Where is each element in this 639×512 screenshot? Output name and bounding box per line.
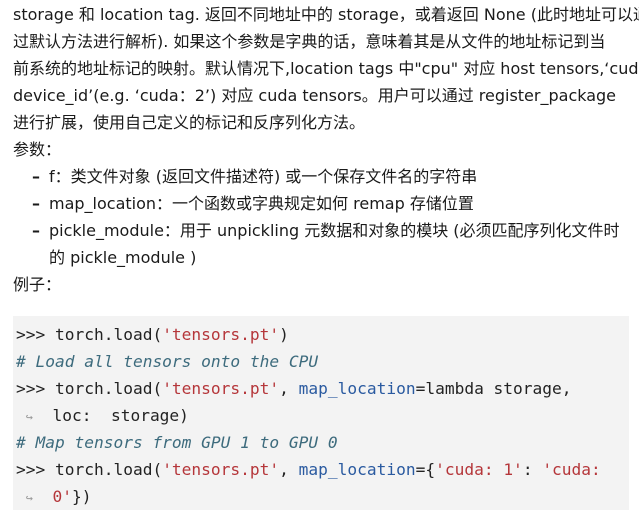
document-body: storage 和 location tag. 返回不同地址中的 storage… [13,0,639,298]
intro-line: 进行扩展，使用自己定义的标记和反序列化方法。 [13,113,366,132]
param-text: map_location：一个函数或字典规定如何 remap 存储位置 [49,194,474,213]
bullet-dash: – [32,167,40,186]
code-comment-1: # Load all tensors onto the CPU [16,352,319,371]
code-paren: ) [279,325,289,344]
code-line-6: >>> torch.load('tensors.pt', map_locatio… [16,456,629,483]
continuation-arrow-icon: ↪ [25,410,33,424]
code-string: 0' [52,487,72,506]
code-comment-2: # Map tensors from GPU 1 to GPU 0 [16,433,338,452]
intro-line: 过默认方法进行解析). 如果这个参数是字典的话，意味着其是从文件的地址标记到当 [13,32,606,51]
code-continuation: loc: storage) [52,406,189,425]
code-call: torch.load( [54,325,163,344]
code-prompt: >>> [16,460,55,479]
code-close: }) [71,487,92,506]
param-text-continued: 的 pickle_module ) [49,248,197,267]
param-text: pickle_module：用于 unpickling 元数据和对象的模块 (必… [49,221,620,240]
code-prompt: >>> [16,379,55,398]
param-item-pickle-module: – pickle_module：用于 unpickling 元数据和对象的模块 … [32,217,633,271]
code-sep: , [279,379,299,398]
code-prompt: >>> [16,325,55,344]
code-string: 'tensors.pt' [162,379,280,398]
bullet-dash: – [32,221,40,240]
code-line-3: >>> torch.load('tensors.pt', map_locatio… [16,375,629,402]
code-block: >>> torch.load('tensors.pt')# Load all t… [13,316,629,510]
code-string: 'cuda: [542,460,601,479]
param-item-f: – f：类文件对象 (返回文件描述符) 或一个保存文件名的字符串 [32,163,633,190]
code-lambda: =lambda storage, [415,379,572,398]
code-sep: , [279,460,299,479]
code-line-4: ↪ loc: storage) [16,402,629,429]
intro-line: storage 和 location tag. 返回不同地址中的 storage… [13,5,639,24]
intro-line: device_id’(e.g. ‘cuda：2’) 对应 cuda tensor… [13,86,617,105]
code-call: torch.load( [54,379,163,398]
bullet-dash: – [32,194,40,213]
example-heading: 例子： [13,275,62,294]
intro-line: 前系统的地址标记的映射。默认情况下,location tags 中"cpu" 对… [13,59,639,78]
code-line-7: ↪ 0'}) [16,483,629,510]
params-list: – f：类文件对象 (返回文件描述符) 或一个保存文件名的字符串 – map_l… [13,163,633,271]
intro-paragraph: storage 和 location tag. 返回不同地址中的 storage… [13,0,639,136]
code-colon: : [522,460,543,479]
code-string: 'tensors.pt' [162,460,280,479]
code-string: 'cuda: 1' [435,460,523,479]
code-brace: ={ [415,460,436,479]
code-call: torch.load( [54,460,163,479]
param-text: f：类文件对象 (返回文件描述符) 或一个保存文件名的字符串 [49,167,478,186]
continuation-arrow-icon: ↪ [25,491,33,505]
params-heading: 参数： [13,140,62,159]
code-keyword: map_location [298,460,416,479]
param-item-map-location: – map_location：一个函数或字典规定如何 remap 存储位置 [32,190,633,217]
code-string: 'tensors.pt' [162,325,280,344]
code-line-1: >>> torch.load('tensors.pt') [16,321,629,348]
code-keyword: map_location [298,379,416,398]
